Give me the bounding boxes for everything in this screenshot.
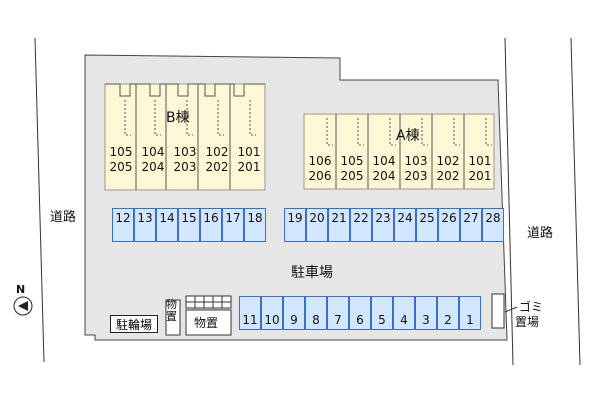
storage-label: 物置 [194,316,219,330]
garbage-label-2: 置場 [515,315,540,329]
parking-slot-27: 27 [460,208,482,242]
building-a-unit-top-0: 106 [308,154,332,168]
building-b-unit-top-1: 104 [141,145,165,159]
parking-slot-19: 19 [284,208,306,242]
building-a-unit-top-4: 102 [436,154,460,168]
parking-slot-14: 14 [156,208,178,242]
parking-slot-15: 15 [178,208,200,242]
parking-slot-16: 16 [200,208,222,242]
parking-slot-4: 4 [393,296,415,330]
parking-slot-22: 22 [350,208,372,242]
building-b-unit-bottom-1: 204 [141,160,165,174]
building-a-unit-top-1: 105 [340,154,364,168]
building-a-unit-bottom-5: 201 [468,169,492,183]
building-b-unit-top-4: 101 [237,145,261,159]
building-b [104,83,266,191]
building-b-unit-top-2: 103 [173,145,197,159]
building-a-unit-bottom-3: 203 [404,169,428,183]
building-a-unit-bottom-4: 202 [436,169,460,183]
parking-slot-20: 20 [306,208,328,242]
storage-grid [185,295,232,309]
parking-slot-2: 2 [437,296,459,330]
parking-slot-13: 13 [134,208,156,242]
parking-slot-24: 24 [394,208,416,242]
building-b-unit-bottom-3: 202 [205,160,229,174]
building-b-unit-top-0: 105 [109,145,133,159]
building-a-name: A棟 [396,128,420,144]
storage-box-vertical [165,299,181,336]
building-b-unit-bottom-0: 205 [109,160,133,174]
compass-label: N [16,283,26,296]
storage-box [185,309,232,336]
building-a-unit-bottom-1: 205 [340,169,364,183]
storage-vertical-label: 物置 [166,298,177,323]
parking-slot-8: 8 [305,296,327,330]
parking-slot-10: 10 [261,296,283,330]
building-b-name: B棟 [166,110,190,126]
parking-slot-5: 5 [371,296,393,330]
road-left-edge [34,37,45,363]
parking-slot-26: 26 [438,208,460,242]
parking-slot-6: 6 [349,296,371,330]
compass-arrow-icon [18,301,28,311]
parking-slot-3: 3 [415,296,437,330]
road-right-label: 道路 [527,226,554,241]
building-a-unit-top-2: 104 [372,154,396,168]
parking-slot-25: 25 [416,208,438,242]
building-b-unit-bottom-2: 203 [173,160,197,174]
building-a-unit-bottom-2: 204 [372,169,396,183]
building-a-outline [335,114,465,189]
parking-slot-23: 23 [372,208,394,242]
parking-slot-12: 12 [112,208,134,242]
bicycle-parking-label: 駐輪場 [110,315,158,333]
parking-slot-9: 9 [283,296,305,330]
garbage-box [491,293,505,329]
parking-slot-1: 1 [459,296,481,330]
parking-slot-28: 28 [482,208,504,242]
parking-slot-7: 7 [327,296,349,330]
garbage-label-1: ゴミ [519,300,544,314]
building-a-unit-bottom-0: 206 [308,169,332,183]
road-right-edge-inner [504,37,514,366]
parking-slot-21: 21 [328,208,350,242]
building-b-unit-bottom-4: 201 [237,160,261,174]
building-b-unit-top-3: 102 [205,145,229,159]
building-a-unit-top-3: 103 [404,154,428,168]
road-right-edge-outer [570,37,581,366]
parking-slot-18: 18 [244,208,266,242]
road-left-label: 道路 [50,210,77,225]
parking-slot-17: 17 [222,208,244,242]
garbage-pointer-line [504,306,518,313]
building-b-outline [105,83,265,190]
parking-label: 駐車場 [291,265,333,281]
parking-slot-11: 11 [239,296,261,330]
building-a-unit-top-5: 101 [468,154,492,168]
building-a-stairs [326,118,492,146]
